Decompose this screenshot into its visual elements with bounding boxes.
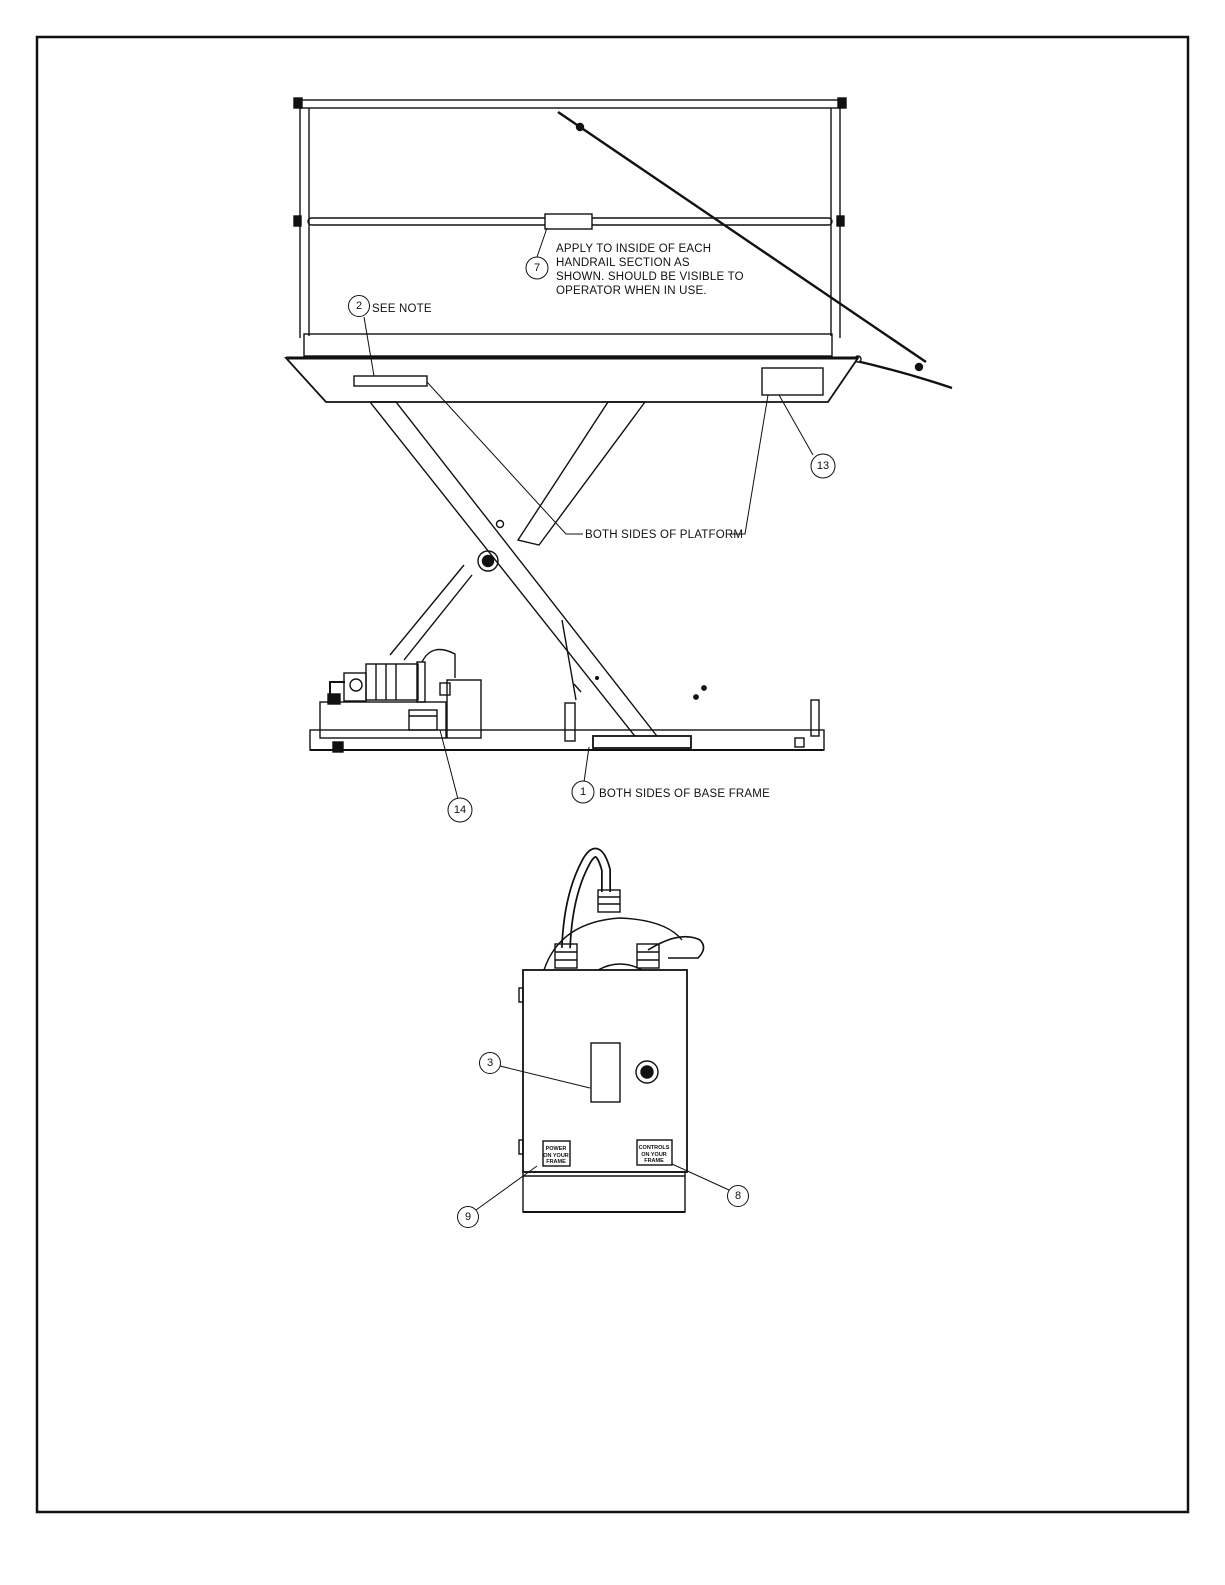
callout-9: 9 — [458, 1166, 538, 1228]
callout-1: 1 BOTH SIDES OF BASE FRAME — [572, 747, 770, 803]
callout-2-text: SEE NOTE — [372, 303, 432, 315]
base-frame — [310, 700, 824, 752]
callout-7-text-line2: HANDRAIL SECTION AS — [556, 257, 690, 269]
controls-decal-line1: CONTROLS — [639, 1145, 670, 1151]
scissor-mechanism — [370, 402, 706, 740]
callout-13-number: 13 — [817, 460, 829, 472]
callout-9-number: 9 — [465, 1211, 471, 1223]
callout-7: 7 APPLY TO INSIDE OF EACH HANDRAIL SECTI… — [526, 228, 744, 297]
callout-7-text-line3: SHOWN. SHOULD BE VISIBLE TO — [556, 271, 744, 283]
power-unit — [320, 650, 481, 739]
power-decal-line3: FRAME — [546, 1159, 566, 1165]
power-decal-line1: POWER — [546, 1146, 567, 1152]
callout-7-number: 7 — [534, 262, 540, 274]
lift-assembly-view — [286, 98, 952, 752]
power-decal: POWER ON YOUR FRAME — [543, 1146, 569, 1165]
callout-1-text: BOTH SIDES OF BASE FRAME — [599, 788, 770, 800]
callout-7-text-line4: OPERATOR WHEN IN USE. — [556, 285, 707, 297]
controls-decal-line3: FRAME — [644, 1158, 664, 1164]
callout-7-text-line1: APPLY TO INSIDE OF EACH — [556, 243, 711, 255]
callout-8-number: 8 — [735, 1190, 741, 1202]
callout-14: 14 — [440, 730, 472, 822]
callout-14-number: 14 — [454, 804, 466, 816]
platform-note-text: BOTH SIDES OF PLATFORM — [585, 529, 743, 541]
callout-2-number: 2 — [356, 300, 362, 312]
callout-3-number: 3 — [487, 1057, 493, 1069]
platform-note: BOTH SIDES OF PLATFORM — [427, 382, 768, 541]
callout-1-number: 1 — [580, 786, 586, 798]
handrail — [294, 98, 846, 356]
callout-13: 13 — [779, 395, 835, 478]
